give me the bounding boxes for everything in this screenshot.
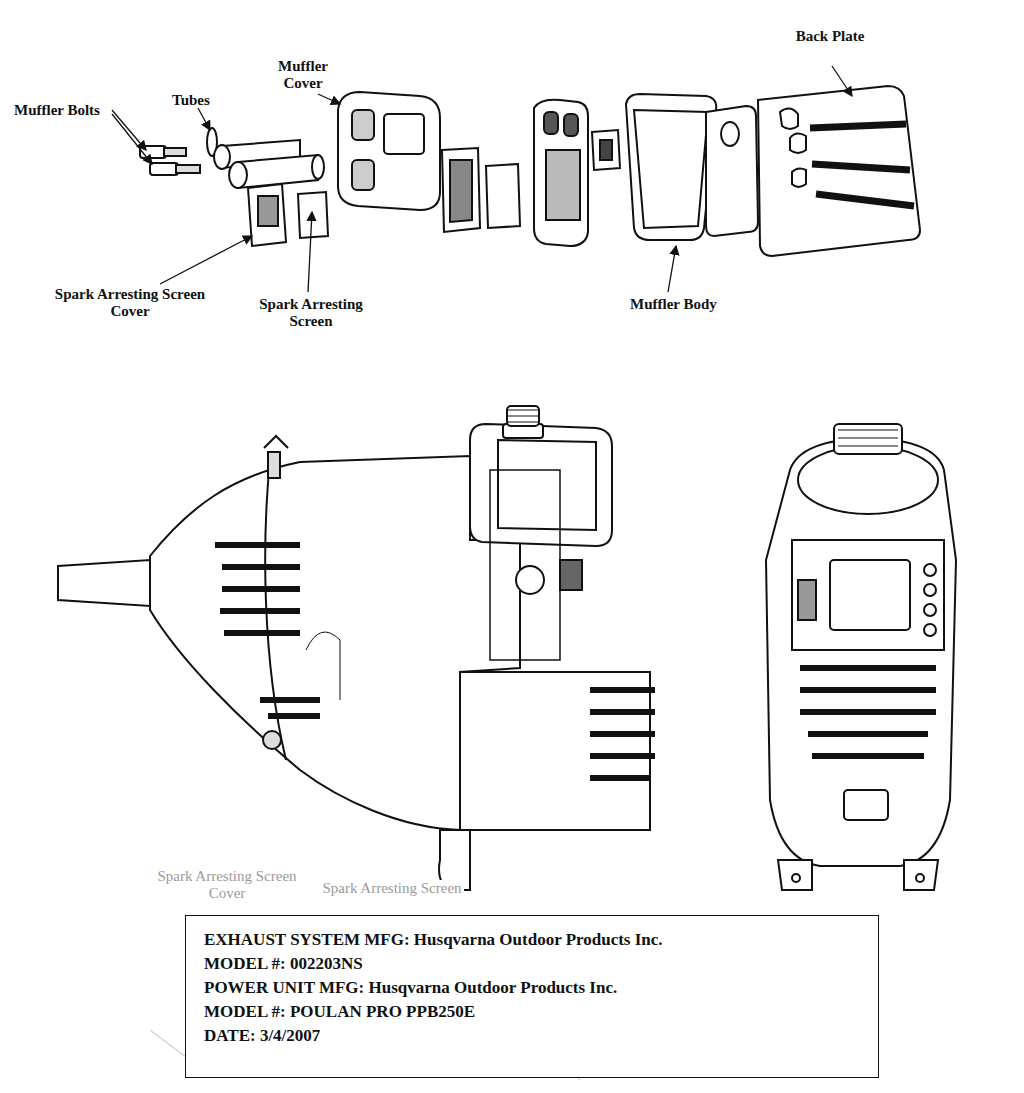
power-unit-side-view	[498, 440, 596, 530]
power-unit-side-view	[263, 731, 281, 749]
exploded-muffler	[176, 165, 200, 173]
exploded-muffler	[312, 155, 324, 179]
exploded-muffler	[352, 160, 374, 190]
power-unit-side-view	[268, 452, 280, 478]
info-line: DATE: 3/4/2007	[204, 1024, 860, 1048]
power-unit-side-view	[58, 560, 150, 606]
exploded-muffler	[592, 130, 620, 170]
exploded-muffler	[384, 114, 424, 154]
info-line: MODEL #: 002203NS	[204, 952, 860, 976]
leader-lines	[112, 114, 152, 164]
leader-lines	[112, 66, 852, 292]
part-label: Tubes	[172, 92, 210, 109]
cooling-fins	[260, 700, 320, 716]
info-line: EXHAUST SYSTEM MFG: Husqvarna Outdoor Pr…	[204, 928, 860, 952]
power-unit-front-view	[792, 540, 944, 650]
exploded-muffler	[486, 164, 520, 228]
exploded-muffler	[626, 94, 716, 240]
part-label: Spark Arresting Screen	[320, 880, 464, 897]
power-unit-front-view	[778, 860, 812, 890]
info-line: POWER UNIT MFG: Husqvarna Outdoor Produc…	[204, 976, 860, 1000]
power-unit-front-view	[766, 424, 956, 890]
power-unit-side-view	[470, 424, 612, 546]
leader-lines	[668, 246, 676, 292]
leader-lines	[318, 94, 340, 104]
power-unit-front-view	[924, 564, 936, 576]
power-unit-front-view	[838, 430, 898, 446]
exploded-muffler	[780, 108, 798, 129]
power-unit-front-view	[924, 584, 936, 596]
power-unit-side-view	[560, 560, 582, 590]
part-label: Muffler Cover	[258, 58, 348, 92]
exploded-muffler	[140, 86, 920, 256]
exploded-muffler	[164, 148, 186, 156]
power-unit-side-view	[306, 632, 340, 700]
exploded-muffler	[238, 155, 318, 188]
part-label: Spark Arresting Screen Cover	[150, 868, 304, 902]
exploded-muffler	[600, 140, 612, 160]
exploded-muffler	[214, 145, 230, 169]
front-fins	[800, 668, 936, 756]
exploded-muffler	[706, 106, 758, 236]
leader-lines	[160, 236, 252, 284]
cooling-fins	[215, 545, 655, 778]
leader-lines	[112, 110, 146, 150]
exploded-muffler	[150, 163, 178, 175]
power-unit-front-view	[844, 790, 888, 820]
exploded-muffler	[450, 160, 472, 222]
exploded-muffler	[816, 194, 914, 206]
power-unit-front-view	[924, 624, 936, 636]
info-line: MODEL #: POULAN PRO PPB250E	[204, 1000, 860, 1024]
exploded-muffler	[338, 92, 440, 210]
power-unit-side-view	[507, 406, 539, 426]
exploded-muffler	[812, 164, 910, 170]
exploded-muffler	[810, 124, 906, 128]
exploded-muffler	[352, 110, 374, 140]
part-label: Muffler Bolts	[14, 102, 100, 119]
cooling-fins	[215, 545, 300, 633]
leader-lines	[308, 212, 312, 292]
exploded-muffler	[442, 148, 480, 232]
exploded-muffler	[298, 192, 328, 238]
exploded-muffler	[792, 168, 806, 187]
cooling-fins	[590, 690, 655, 778]
part-label: Spark Arresting Screen Cover	[40, 286, 220, 320]
power-unit-side-view	[508, 410, 538, 422]
part-label: Spark Arresting Screen	[236, 296, 386, 330]
exploded-muffler	[721, 122, 739, 146]
power-unit-front-view	[834, 424, 902, 454]
exploded-muffler	[534, 100, 588, 246]
exploded-muffler	[229, 162, 247, 188]
exploded-muffler	[790, 133, 806, 153]
power-unit-side-view	[516, 566, 544, 594]
info-box: EXHAUST SYSTEM MFG: Husqvarna Outdoor Pr…	[185, 915, 879, 1078]
exploded-muffler	[544, 112, 558, 134]
part-label: Muffler Body	[630, 296, 717, 313]
power-unit-front-view	[798, 580, 816, 620]
exploded-muffler	[758, 86, 920, 256]
power-unit-front-view	[792, 874, 800, 882]
power-unit-front-view	[904, 860, 938, 890]
exploded-muffler	[634, 110, 708, 228]
power-unit-front-view	[924, 604, 936, 616]
leader-lines	[832, 66, 852, 96]
exploded-muffler	[248, 184, 286, 246]
power-unit-side-view	[264, 436, 288, 448]
power-unit-front-view	[798, 446, 938, 514]
power-unit-front-view	[916, 874, 924, 882]
front-fins	[800, 668, 936, 756]
exploded-muffler	[564, 114, 578, 136]
power-unit-front-view	[766, 438, 956, 866]
leader-lines	[198, 108, 210, 130]
power-unit-side-view	[490, 470, 560, 660]
power-unit-front-view	[830, 560, 910, 630]
exploded-muffler	[258, 196, 278, 226]
power-unit-side-view	[58, 406, 650, 890]
power-unit-side-view	[460, 672, 650, 830]
part-label: Back Plate	[790, 28, 870, 45]
exploded-muffler	[546, 150, 580, 220]
